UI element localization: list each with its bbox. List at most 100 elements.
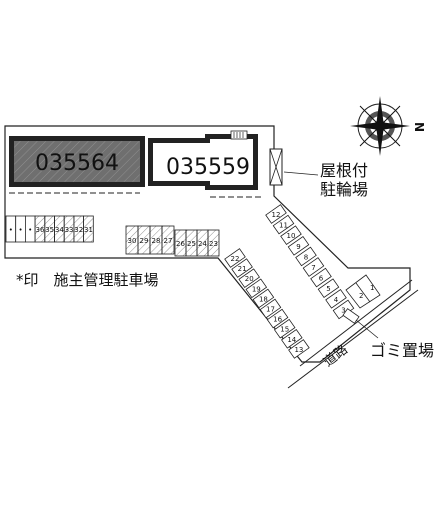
parking-space-label: 24: [198, 240, 207, 248]
parking-space-label: 16: [273, 316, 282, 324]
parking-space: 10: [280, 225, 302, 246]
road-edge-inner: [299, 279, 413, 367]
parking-space-label: 35: [45, 226, 54, 234]
parking-space: 32: [73, 215, 85, 243]
parking-space: 14: [281, 328, 303, 349]
parking-space: 23: [207, 229, 220, 257]
parking-space-label: 12: [272, 211, 281, 219]
parking-space: 26: [174, 229, 187, 257]
bicycle-parking-label-2: 駐輪場: [320, 180, 368, 199]
parking-right-block: 2 1: [345, 274, 381, 309]
north-label: N: [412, 122, 426, 132]
parking-space: 12: [265, 204, 287, 224]
parking-space-label: •: [9, 226, 13, 234]
bicycle-parking-cross-b: [269, 148, 283, 186]
parking-space: 33: [63, 215, 75, 243]
building-id-2: 035559: [166, 155, 250, 180]
parking-space-label: 15: [280, 326, 289, 334]
parking-space: 20: [238, 268, 260, 289]
garbage-area: [342, 308, 360, 324]
garbage-leader: [355, 319, 379, 339]
parking-space-label: 13: [294, 346, 303, 354]
parking-space-label: •: [28, 226, 32, 234]
parking-space-label: 20: [245, 275, 254, 283]
parking-space-label: 21: [238, 265, 247, 273]
parking-space-label: 29: [140, 237, 149, 245]
parking-space: 22: [224, 248, 246, 268]
garbage-label: ゴミ置場: [370, 341, 434, 360]
bicycle-leader: [283, 171, 319, 176]
parking-space: 18: [252, 288, 275, 309]
parking-space-label: 25: [187, 240, 196, 248]
parking-space: •: [5, 215, 17, 243]
parking-space-label: 22: [231, 255, 240, 263]
parking-space: 4: [325, 288, 347, 309]
parking-space: •: [24, 215, 36, 243]
parking-space-label: 23: [209, 240, 218, 248]
parking-space: 11: [272, 214, 295, 235]
legend-text: *印 施主管理駐車場: [16, 271, 159, 289]
parking-space-1: 1: [370, 284, 374, 292]
parking-space-label: 18: [259, 295, 268, 303]
parking-space-label: 3: [341, 306, 345, 314]
parking-space: 31: [83, 215, 94, 243]
vent-icon: [230, 130, 248, 140]
building-id-1: 035564: [35, 151, 119, 176]
parking-space: 5: [317, 278, 340, 299]
parking-space: 13: [288, 339, 310, 359]
parking-space-label: 7: [311, 264, 315, 272]
parking-space-label: 8: [304, 253, 308, 261]
parking-space-label: 26: [176, 240, 185, 248]
road-edge-outer: [287, 289, 419, 389]
parking-space-label: 17: [266, 306, 275, 314]
parking-space: 29: [137, 225, 151, 255]
parking-space: 19: [245, 278, 268, 299]
parking-space-label: •: [18, 226, 22, 234]
parking-space-2: 2: [359, 292, 363, 300]
parking-space: 16: [266, 308, 289, 329]
parking-space-label: 34: [55, 226, 64, 234]
parking-space-label: 32: [74, 226, 83, 234]
parking-space: 36: [34, 215, 46, 243]
parking-space: 17: [259, 298, 282, 319]
parking-space: 24: [196, 229, 209, 257]
parking-space-label: 10: [287, 232, 296, 240]
parking-space: 34: [54, 215, 65, 243]
building-035564[interactable]: 035564: [9, 136, 145, 187]
parking-space-label: 28: [152, 237, 161, 245]
parking-space-label: 9: [296, 243, 300, 251]
parking-space: 25: [185, 229, 198, 257]
parking-space: 9: [287, 235, 310, 256]
parking-space-label: 14: [287, 336, 296, 344]
parking-space-label: 6: [319, 275, 324, 283]
parking-space-label: 33: [65, 226, 74, 234]
parking-space: 30: [125, 225, 139, 255]
parking-space-label: 5: [326, 285, 330, 293]
parking-diagonal-left: 22 21 20 19 18 17 16 15 14 13: [224, 248, 310, 359]
building-035559[interactable]: 035559: [148, 134, 258, 190]
parking-space: 7: [302, 257, 325, 277]
parking-space: 35: [44, 215, 55, 243]
parking-space-label: 11: [279, 222, 288, 230]
parking-space: 28: [149, 225, 163, 255]
parking-space-label: 36: [35, 226, 44, 234]
parking-space: 6: [310, 267, 332, 288]
bicycle-parking-label-1: 屋根付: [320, 161, 368, 180]
parking-space: 27: [161, 225, 175, 255]
parking-space-label: 4: [334, 296, 339, 304]
parking-space: 8: [295, 246, 317, 267]
parking-space-label: 19: [252, 285, 261, 293]
parking-space: •: [15, 215, 26, 243]
compass-icon: [350, 96, 410, 156]
parking-space: 15: [273, 318, 296, 339]
parking-space-label: 30: [128, 237, 137, 245]
parking-space-label: 31: [84, 226, 93, 234]
parking-space-label: 27: [164, 237, 173, 245]
vent-lines: [233, 132, 244, 138]
parking-space: 21: [231, 258, 253, 278]
